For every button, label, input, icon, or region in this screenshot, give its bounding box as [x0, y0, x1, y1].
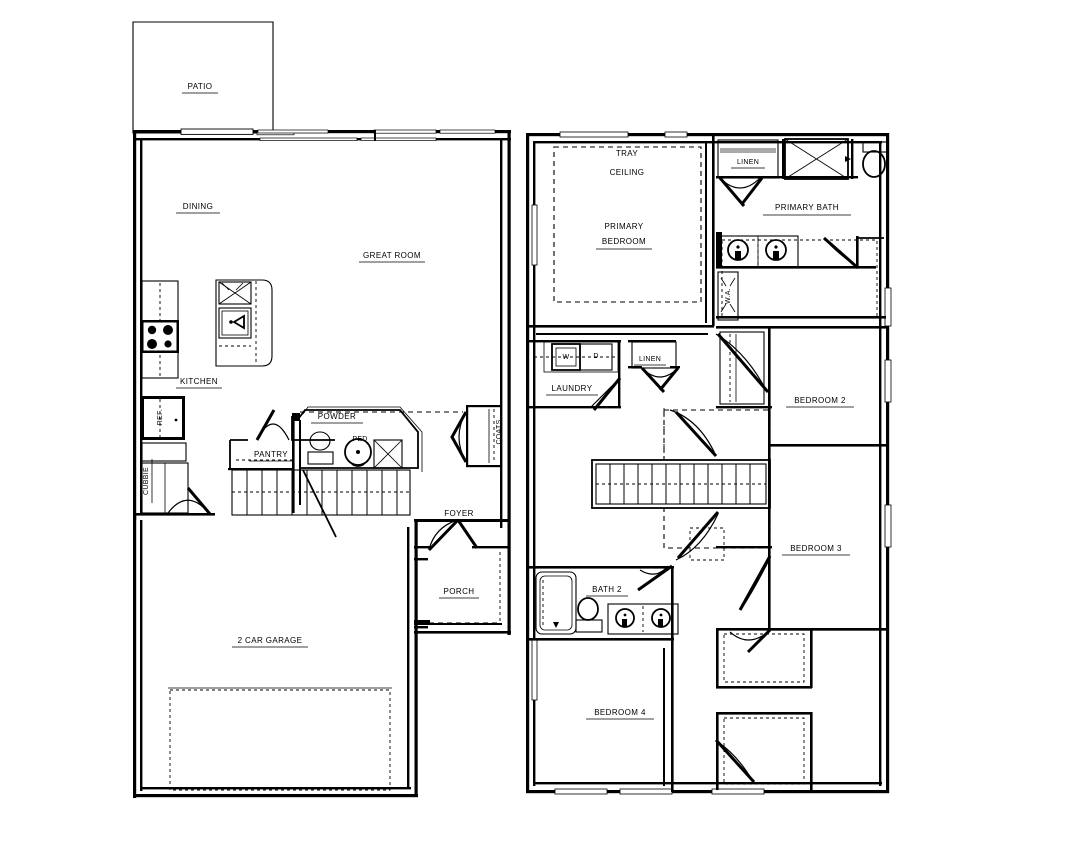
- porch-outline: [414, 552, 501, 700]
- first-floor-plan: PATIO DINING GREAT ROOM KITCHEN PANTRY P…: [132, 21, 511, 798]
- label-coats: COATS: [496, 419, 503, 444]
- label-powder: POWDER: [318, 412, 356, 421]
- bath2-toilet-icon: [575, 597, 603, 633]
- label-pantry: PANTRY: [254, 450, 288, 459]
- garage-details: [167, 487, 428, 791]
- exterior-walls-second-floor: [526, 133, 890, 794]
- label-tray-ceiling-2: CEILING: [610, 168, 645, 177]
- primary-walk-in-closet: [716, 236, 886, 321]
- label-patio: PATIO: [188, 82, 213, 91]
- label-dryer: D: [593, 353, 598, 360]
- label-great-room: GREAT ROOM: [363, 251, 421, 260]
- label-primary-bedroom-1: PRIMARY: [604, 222, 643, 231]
- kitchen-fixtures: [141, 280, 189, 514]
- label-bath-2: BATH 2: [592, 585, 622, 594]
- label-kitchen: KITCHEN: [180, 377, 218, 386]
- primary-bedroom: [529, 136, 715, 335]
- label-washer: W: [563, 354, 570, 361]
- bath-2: [529, 564, 679, 641]
- bedroom-3-closet: [716, 628, 888, 689]
- range-icon: [141, 320, 179, 353]
- label-attic-access: W.A.: [725, 288, 732, 304]
- powder-room: [298, 406, 423, 472]
- label-tray-ceiling-1: TRAY: [616, 149, 639, 158]
- coats-closet: [300, 405, 502, 468]
- label-dining: DINING: [183, 202, 213, 211]
- label-bedroom-2: BEDROOM 2: [794, 396, 846, 405]
- sink-icon: [218, 307, 252, 339]
- kitchen-island: [215, 279, 273, 367]
- label-porch: PORCH: [444, 587, 475, 596]
- primary-bath: [716, 138, 888, 269]
- stairs-up-first-floor: [231, 469, 411, 538]
- bedroom-4-closet: [714, 712, 813, 790]
- laundry-room: [529, 340, 622, 411]
- label-garage: 2 CAR GARAGE: [238, 636, 303, 645]
- label-bedroom-4: BEDROOM 4: [594, 708, 646, 717]
- bedroom-4: [663, 640, 674, 792]
- label-primary-bath: PRIMARY BATH: [775, 203, 839, 212]
- bath2-double-vanity: [607, 603, 679, 635]
- toilet-icon: [307, 431, 334, 465]
- dishwasher-icon: [218, 281, 252, 305]
- label-linen-primary: LINEN: [737, 159, 759, 166]
- first-floor-labels: PATIO DINING GREAT ROOM KITCHEN PANTRY P…: [143, 82, 503, 648]
- bathtub-icon: [535, 571, 577, 635]
- label-laundry: LAUNDRY: [552, 384, 593, 393]
- shower-icon: [784, 138, 851, 180]
- pedestal-sink-icon: [344, 438, 372, 467]
- label-bedroom-3: BEDROOM 3: [790, 544, 842, 553]
- label-refrigerator: REF.: [157, 409, 164, 425]
- second-floor-plan: TRAY CEILING PRIMARY BEDROOM LINEN PRIMA…: [526, 131, 892, 795]
- label-ped: PED: [352, 436, 367, 443]
- second-floor-labels: TRAY CEILING PRIMARY BEDROOM LINEN PRIMA…: [546, 149, 854, 720]
- hall-linen-closet: [628, 340, 680, 394]
- label-foyer: FOYER: [444, 509, 474, 518]
- label-linen-hall: LINEN: [639, 356, 661, 363]
- primary-toilet-icon: [862, 141, 888, 178]
- second-floor-windows: [531, 131, 892, 795]
- refrigerator-icon: [141, 396, 185, 440]
- bedroom-2: [715, 326, 888, 447]
- first-floor-windows: [180, 128, 496, 141]
- label-cubbie: CUBBIE: [143, 467, 150, 495]
- label-primary-bedroom-2: BEDROOM: [602, 237, 646, 246]
